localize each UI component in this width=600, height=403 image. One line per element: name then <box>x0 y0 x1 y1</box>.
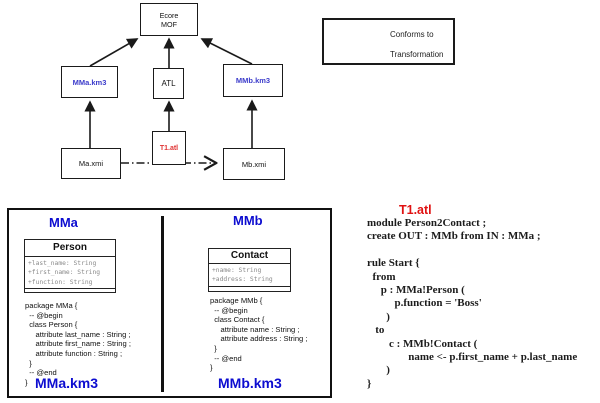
contact-empty-compartment <box>209 285 290 292</box>
diagram-node-t1-atl: T1.atl <box>152 131 186 165</box>
metamodel-panel: MMa Person +last_name: String +first_nam… <box>7 208 332 398</box>
mmb-title: MMb <box>233 213 263 228</box>
person-empty-compartment <box>25 288 115 294</box>
diagram-node-atl: ATL <box>153 68 184 99</box>
panel-divider <box>161 216 164 392</box>
conforms-arrow-mma-to-ecore <box>89 38 139 67</box>
contact-attr-address: +address: String <box>212 276 273 284</box>
contact-attr-name: +name: String <box>212 267 262 274</box>
legend-transformation-label: Transformation <box>390 50 444 59</box>
diagram-node-ma-xmi: Ma.xmi <box>61 148 121 179</box>
person-class-box: Person +last_name: String +first_name: S… <box>24 239 116 293</box>
diagram-node-ecore-mof: Ecore MOF <box>140 3 198 36</box>
mma-km3-source-code: package MMa { -- @begin class Person { a… <box>25 301 131 387</box>
atl-code-title: T1.atl <box>399 203 432 217</box>
diagram-node-mb-xmi: Mb.xmi <box>223 148 285 180</box>
person-class-name: Person <box>25 240 115 257</box>
diagram-node-mmb-km3: MMb.km3 <box>223 64 283 97</box>
mmb-km3-source-code: package MMb { -- @begin class Contact { … <box>210 296 308 373</box>
person-attributes: +last_name: String +first_name: String +… <box>25 257 115 288</box>
contact-attributes: +name: String +address: String <box>209 264 290 286</box>
mmb-km3-filename: MMb.km3 <box>218 375 282 391</box>
person-attr-last-name: +last_name: String <box>28 260 97 267</box>
mma-title: MMa <box>49 215 78 230</box>
contact-class-name: Contact <box>209 249 290 264</box>
person-attr-function: +function: String <box>28 278 93 286</box>
diagram-node-mma-km3: MMa.km3 <box>61 66 118 98</box>
conforms-arrow-mmb-to-ecore <box>200 38 253 65</box>
contact-class-box: Contact +name: String +address: String <box>208 248 291 292</box>
person-attr-first-name: +first_name: String <box>28 269 101 277</box>
atl-transformation-code: module Person2Contact ; create OUT : MMb… <box>367 217 578 390</box>
legend-box: Conforms to Transformation <box>322 18 455 65</box>
mma-km3-filename: MMa.km3 <box>35 375 99 391</box>
legend-conforms-label: Conforms to <box>390 30 434 39</box>
